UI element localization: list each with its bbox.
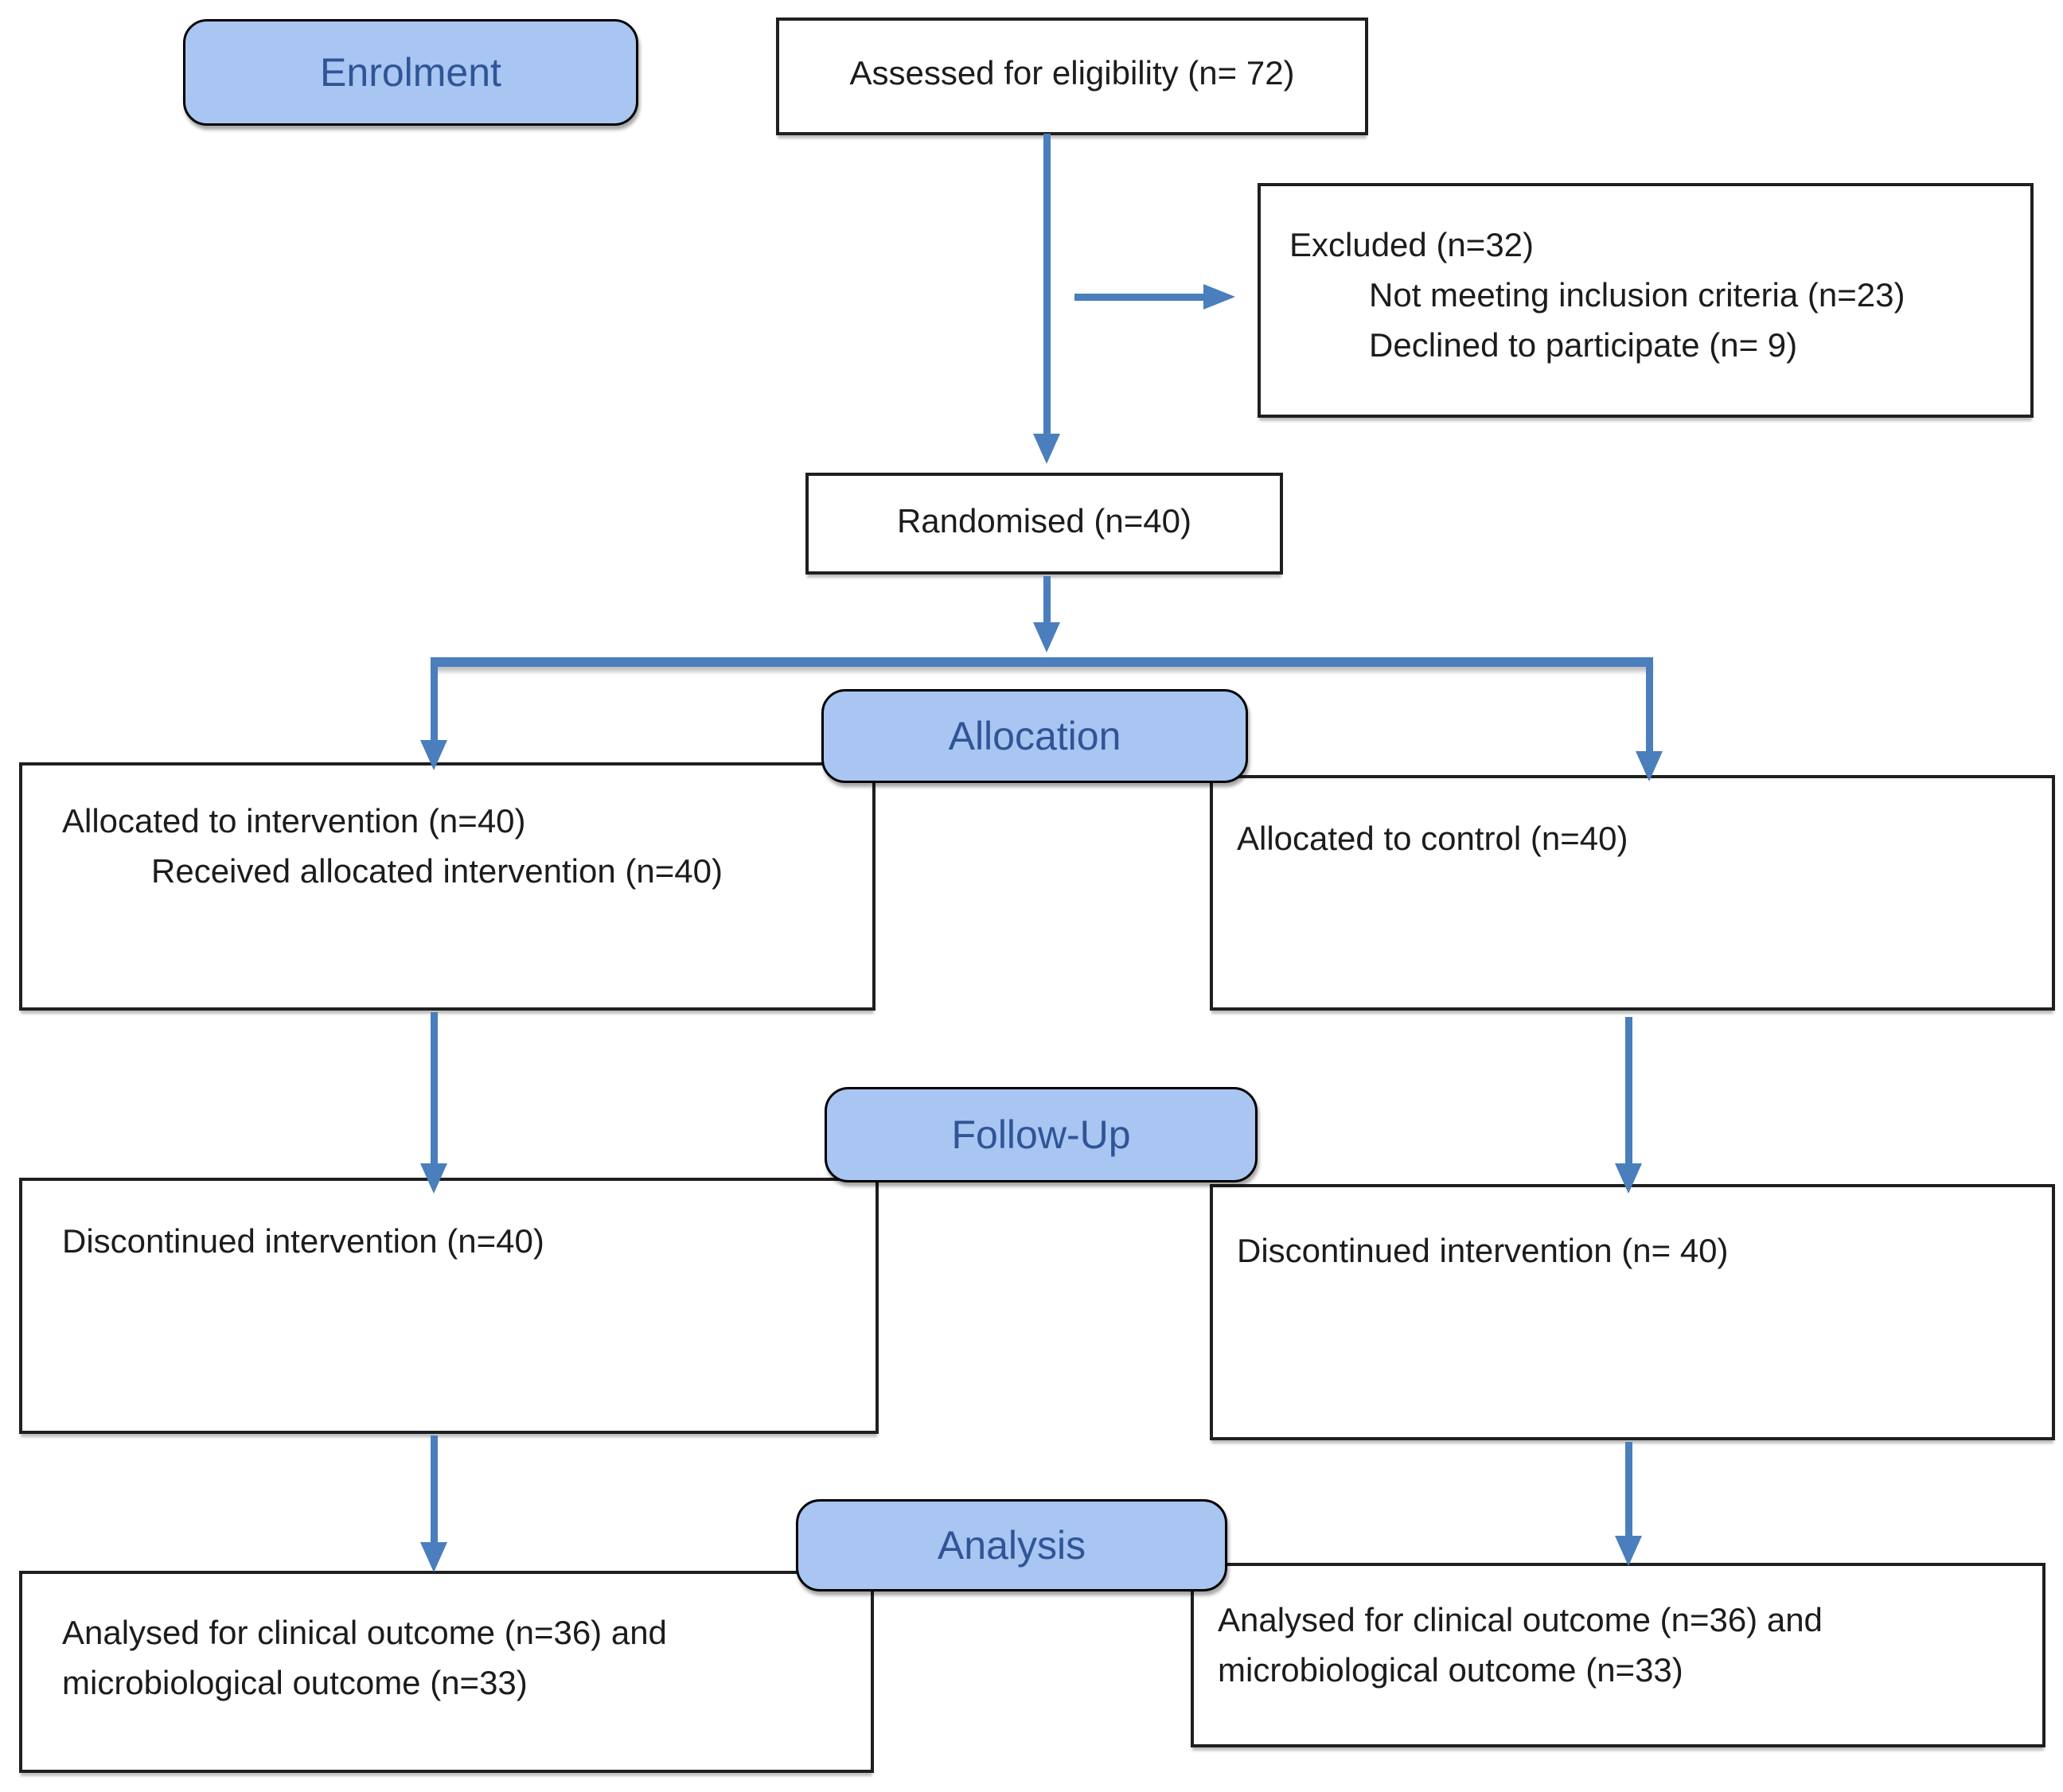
- stage-badge-analysis-label: Analysis: [937, 1523, 1086, 1568]
- arrow-intervention-allocation-to-followup-head: [420, 1163, 447, 1194]
- analysis-intervention-box: Analysed for clinical outcome (n=36) and…: [19, 1571, 874, 1773]
- stage-badge-allocation: Allocation: [821, 689, 1248, 783]
- assessed-eligibility-text: Assessed for eligibility (n= 72): [849, 54, 1295, 92]
- stage-badge-follow-up-label: Follow-Up: [951, 1112, 1131, 1157]
- arrow-randomised-to-split-shaft: [1043, 576, 1051, 624]
- analysis-control-box: Analysed for clinical outcome (n=36) and…: [1191, 1563, 2045, 1747]
- arrow-control-followup-to-analysis-shaft: [1625, 1442, 1632, 1536]
- arrow-assessed-to-randomised-shaft: [1043, 134, 1051, 434]
- arrow-control-allocation-to-followup-shaft: [1625, 1017, 1632, 1163]
- allocated-intervention-line2: Received allocated intervention (n=40): [151, 852, 723, 890]
- stage-badge-allocation-label: Allocation: [948, 714, 1121, 758]
- followup-intervention-box: Discontinued intervention (n=40): [19, 1178, 879, 1434]
- arrow-intervention-allocation-to-followup-shaft: [431, 1012, 438, 1163]
- stage-badge-follow-up: Follow-Up: [825, 1087, 1258, 1182]
- allocated-intervention-box: Allocated to intervention (n=40) Receive…: [19, 762, 876, 1011]
- analysis-intervention-text: Analysed for clinical outcome (n=36) and…: [62, 1614, 667, 1701]
- arrow-intervention-followup-to-analysis-shaft: [431, 1436, 438, 1542]
- randomised-text: Randomised (n=40): [896, 501, 1192, 540]
- followup-intervention-line1: Discontinued intervention (n=40): [62, 1222, 544, 1260]
- arrow-control-allocation-to-followup-head: [1615, 1163, 1642, 1194]
- excluded-box: Excluded (n=32) Not meeting inclusion cr…: [1258, 183, 2034, 418]
- stage-badge-analysis: Analysis: [796, 1499, 1227, 1591]
- excluded-title: Excluded (n=32): [1289, 226, 1535, 263]
- arrow-intervention-followup-to-analysis-head: [420, 1542, 447, 1572]
- assessed-eligibility-box: Assessed for eligibility (n= 72): [776, 18, 1368, 135]
- arrow-to-excluded-shaft: [1074, 294, 1203, 301]
- stage-badge-enrolment: Enrolment: [183, 19, 638, 126]
- arrow-split-to-intervention-shaft: [431, 657, 438, 740]
- excluded-reason-declined: Declined to participate (n= 9): [1369, 326, 1798, 364]
- arrow-assessed-to-randomised-head: [1033, 434, 1060, 464]
- allocated-control-box: Allocated to control (n=40): [1210, 775, 2055, 1011]
- excluded-reason-not-meeting-criteria: Not meeting inclusion criteria (n=23): [1369, 276, 1905, 314]
- allocated-intervention-line1: Allocated to intervention (n=40): [62, 802, 526, 840]
- stage-badge-enrolment-label: Enrolment: [320, 50, 501, 95]
- arrow-split-to-control-shaft: [1646, 657, 1653, 751]
- arrow-to-excluded-head: [1203, 284, 1235, 310]
- followup-control-line1: Discontinued intervention (n= 40): [1237, 1232, 1729, 1269]
- analysis-control-text: Analysed for clinical outcome (n=36) and…: [1218, 1601, 1823, 1689]
- randomised-box: Randomised (n=40): [805, 473, 1283, 575]
- arrow-control-followup-to-analysis-head: [1615, 1536, 1642, 1566]
- followup-control-box: Discontinued intervention (n= 40): [1210, 1184, 2055, 1440]
- arrow-split-to-intervention-head: [420, 740, 447, 770]
- arrow-randomised-to-split-head: [1033, 622, 1060, 653]
- allocated-control-line1: Allocated to control (n=40): [1237, 820, 1628, 857]
- arrow-split-to-control-head: [1636, 751, 1663, 781]
- split-bar: [434, 657, 1652, 667]
